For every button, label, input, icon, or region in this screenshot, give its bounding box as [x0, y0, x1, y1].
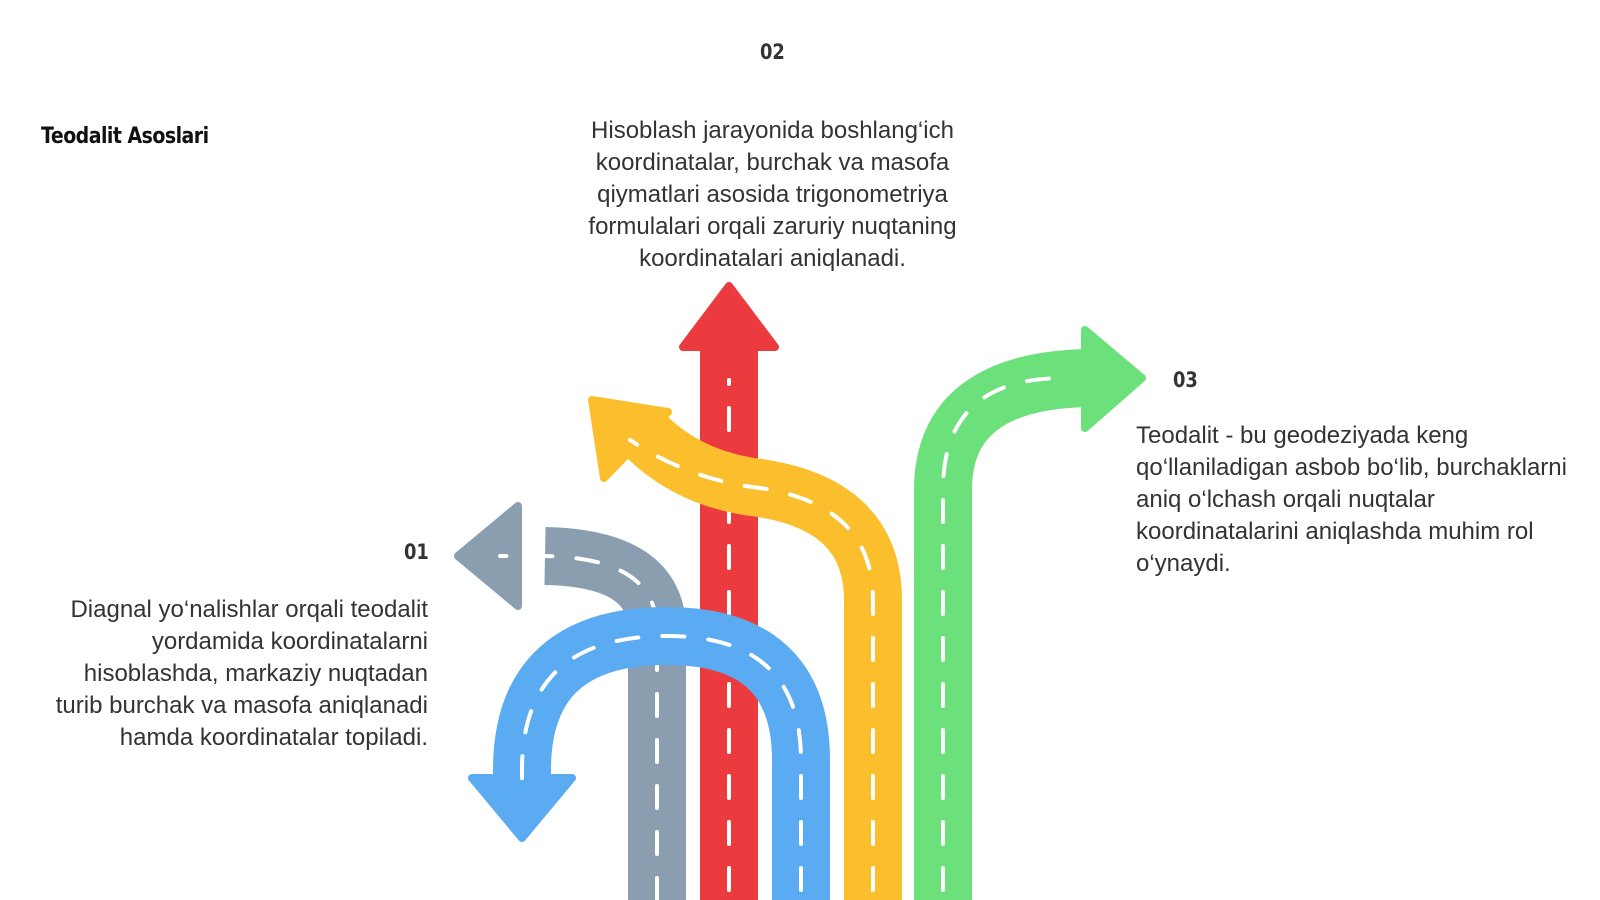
step-03-description: Teodalit - bu geodeziyada keng qo‘llanil… — [1136, 422, 1567, 577]
blue-road-arrow — [468, 607, 830, 900]
step-01-number: 01 — [404, 540, 429, 564]
step-01-description: Diagnal yo‘nalishlar orqali teodalit yor… — [55, 596, 428, 751]
step-02-description: Hisoblash jarayonida boshlang‘ich koordi… — [588, 117, 957, 272]
green-road-arrow — [914, 326, 1146, 900]
yellow-road-arrow — [588, 396, 902, 900]
step-03-number: 03 — [1173, 368, 1198, 392]
page-title: Teodalit Asoslari — [41, 124, 209, 149]
red-road-arrow — [679, 282, 779, 900]
step-02-number: 02 — [760, 40, 785, 64]
